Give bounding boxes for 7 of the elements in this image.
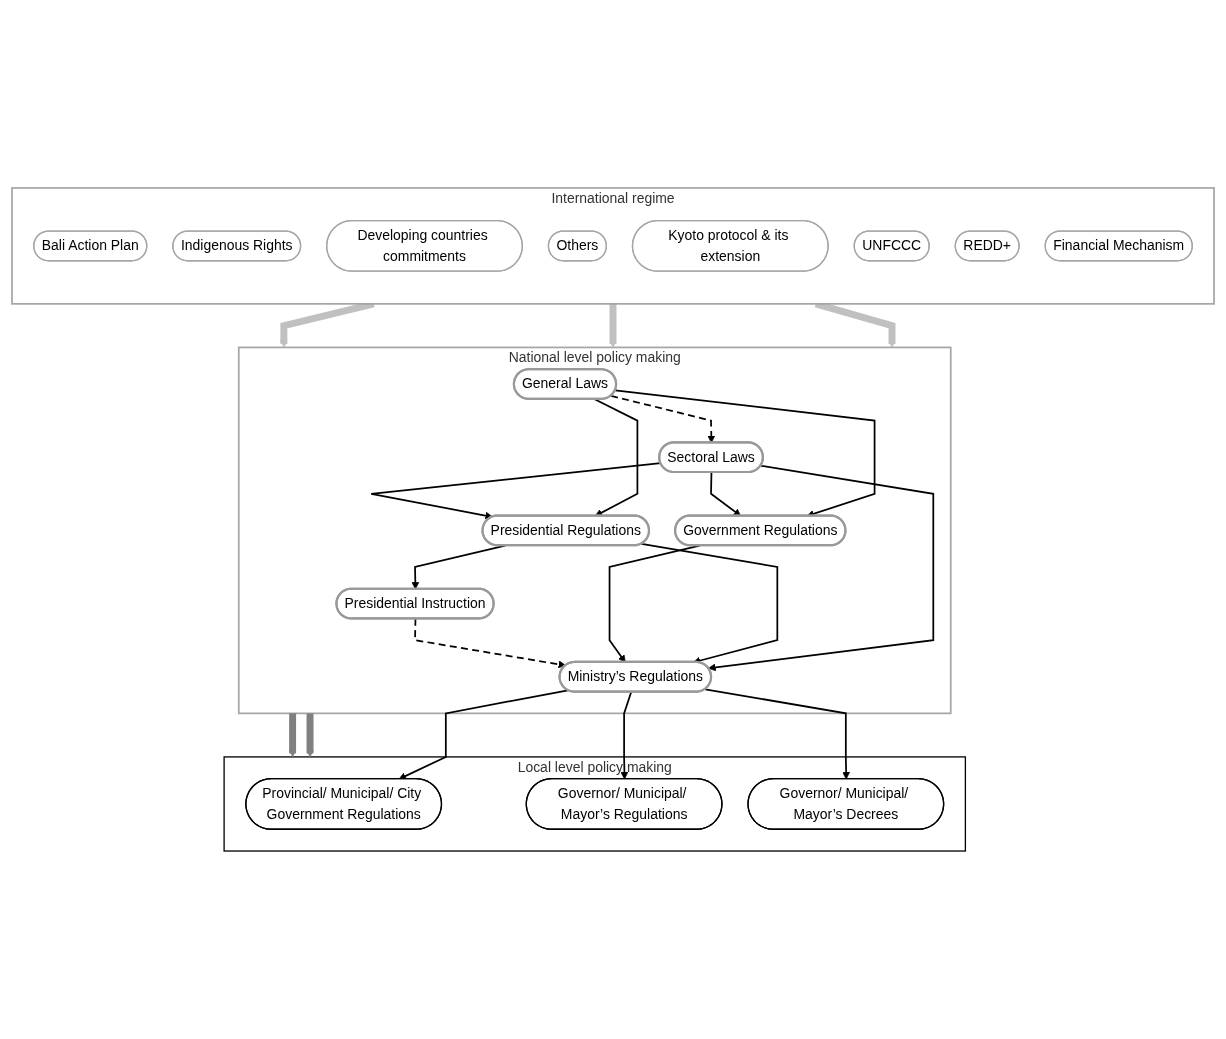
arrow [288, 713, 297, 758]
arrow [620, 691, 633, 780]
arrow [704, 688, 850, 780]
arrow [398, 689, 569, 780]
arrow [609, 303, 617, 348]
arrow [708, 464, 935, 672]
arrow [306, 713, 314, 758]
